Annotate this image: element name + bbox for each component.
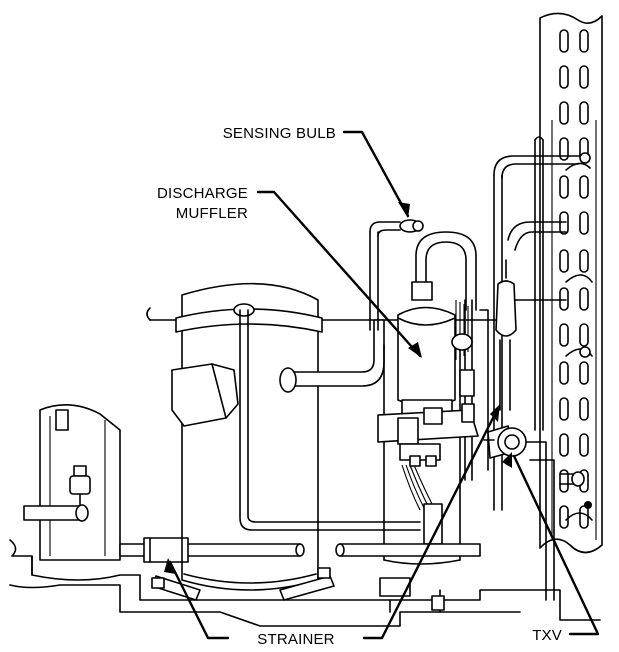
wiring-harness [401,300,473,545]
discharge-muffler-label-line2: MUFFLER [176,205,248,222]
strainer-leader-left [168,560,230,640]
discharge-muffler-label-line1: DISCHARGE [157,185,248,202]
left-panel [23,404,121,561]
txv-leader [512,454,600,636]
txv-label: TXV [532,627,562,644]
valve-manifold [377,369,479,467]
leader-lines [168,130,600,640]
sensing-bulb [399,219,424,233]
txv-valve [483,425,527,459]
base-pan [9,539,601,627]
liquid-line [495,259,517,411]
sensing-bulb-label: SENSING BULB [223,125,336,142]
suction-line [119,537,481,563]
mounting-feet [151,567,445,611]
sensing-bulb-leader [342,130,410,218]
coil-slots [559,29,589,529]
discharge-line [279,319,385,393]
condenser-coil [539,12,603,554]
strainer-label: STRAINER [257,631,334,647]
discharge-muffler-leader [256,190,422,358]
strainer-leader-right [362,406,500,640]
compressor [146,282,501,591]
leader-arrowheads [164,202,512,574]
discharge-muffler [397,231,477,419]
